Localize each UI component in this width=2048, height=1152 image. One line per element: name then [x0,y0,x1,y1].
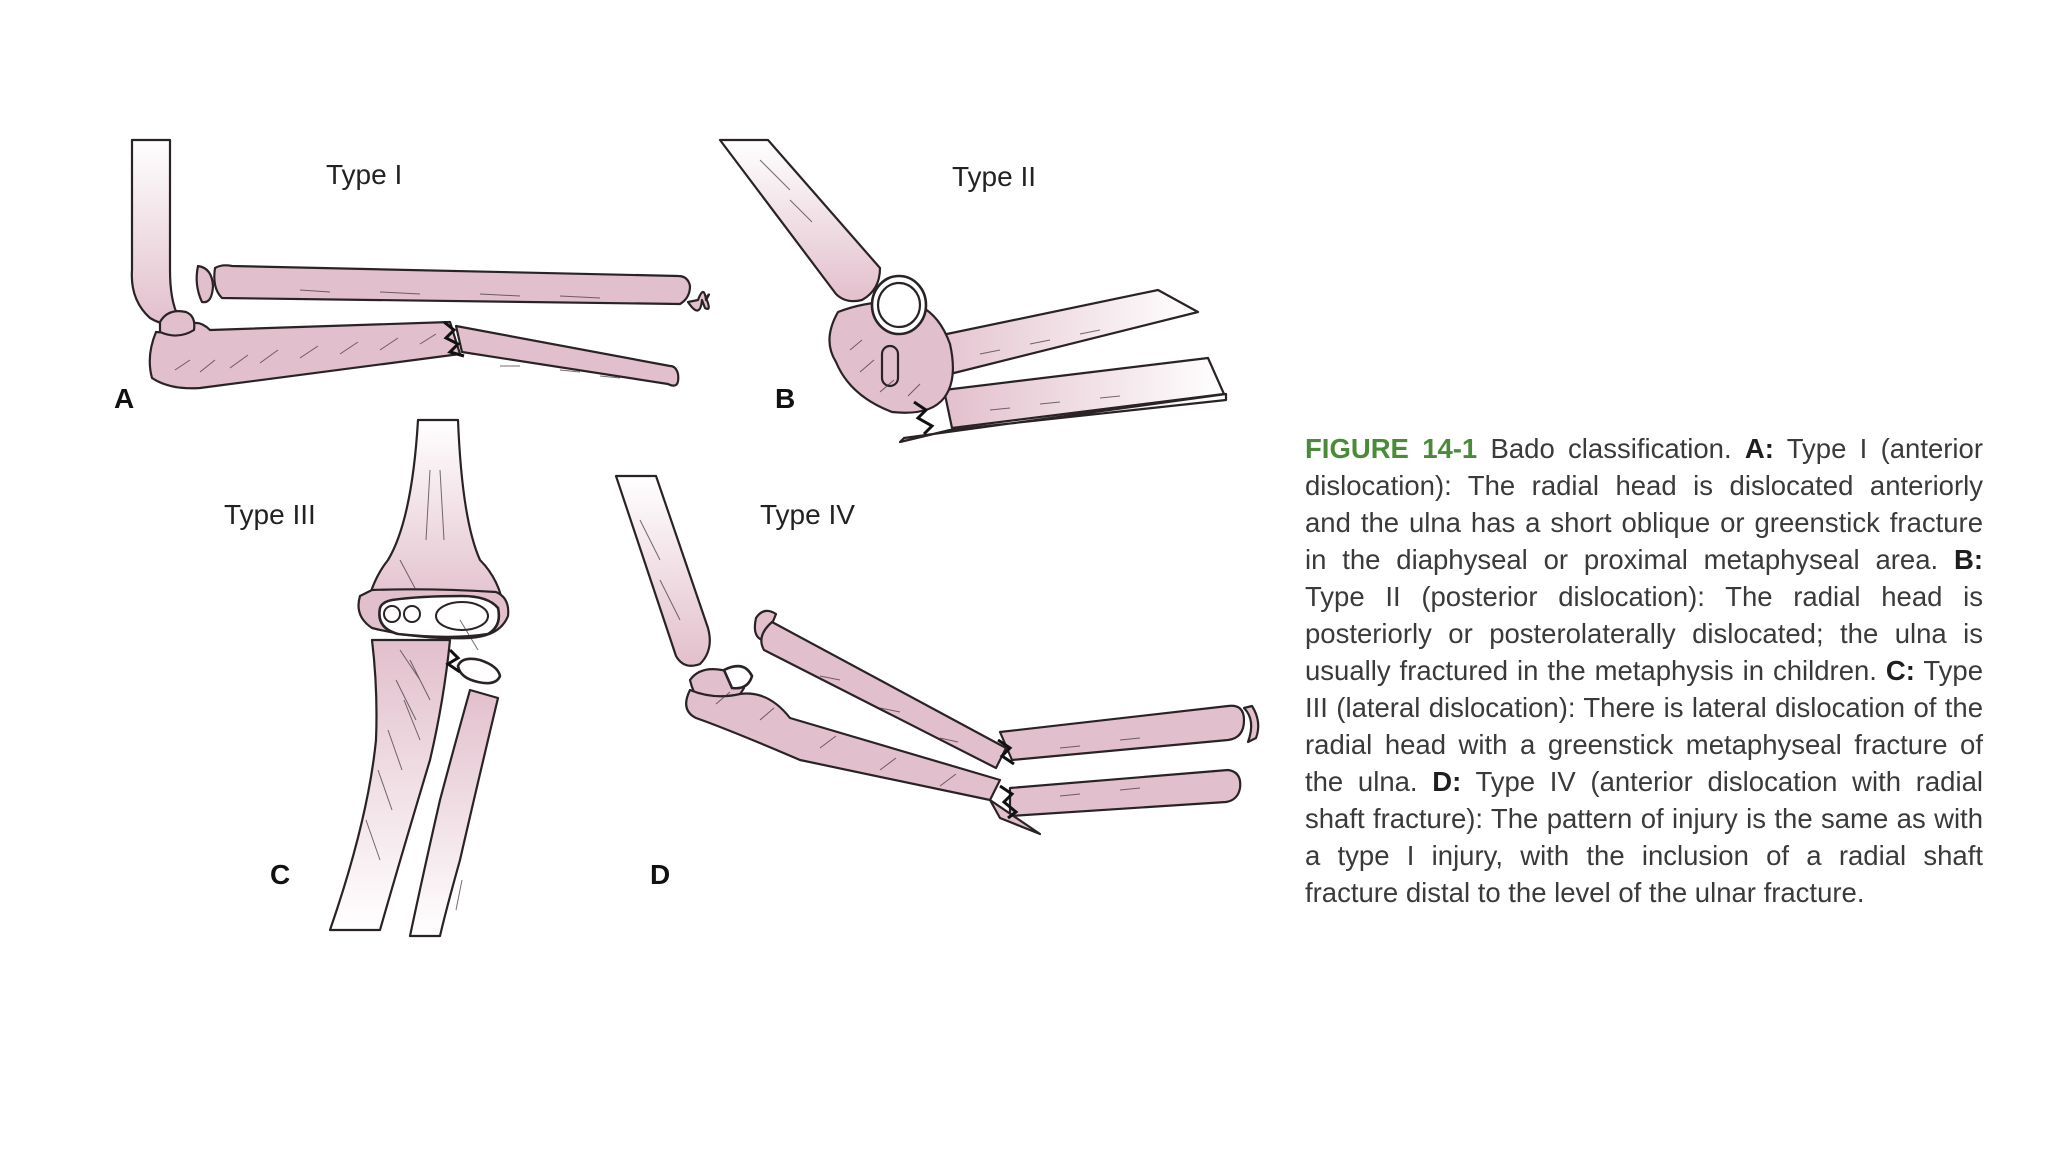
panel-title-type-ii: Type II [952,161,1036,192]
caption-key-b: B: [1953,544,1983,575]
radius-distal-segment [998,704,1246,762]
caption-text-c: Type III (lateral dislocation): There is… [1305,655,1983,797]
panel-a-type-i: A Type I [114,138,711,414]
caption-intro: Bado classification. [1477,433,1745,464]
radial-head [195,264,215,304]
ulna-fracture-line [445,648,461,674]
ulna-fracture-line [913,400,935,436]
ulna-fracture-line [443,320,465,358]
capitellum [722,664,754,690]
shading-hatch [639,519,1141,797]
ulna-distal-segment [454,324,680,387]
radial-head [456,657,502,685]
ulna-bone [328,638,452,932]
humerus-bone [130,138,180,325]
ulna-distal-segment [1008,768,1242,818]
ulna-proximal-segment [685,688,1002,802]
shading-hatch [365,469,479,911]
ulna-fracture-fragment [988,798,1042,836]
caption-key-a: A: [1744,433,1774,464]
panel-b-type-ii: B Type II [718,138,1228,444]
panel-d-type-iv: D Type IV [614,474,1260,890]
shading-hatch [174,289,621,379]
humerus-bone [614,474,711,667]
panel-title-type-iii: Type III [224,499,316,530]
panel-letter-d: D [650,859,670,890]
ulna-fracture-line [999,784,1019,820]
panel-letter-a: A [114,383,134,414]
olecranon-fossa [435,601,489,631]
radius-bone [408,688,500,938]
ulna-fracture-fragment [898,392,1228,444]
humerus-bone [718,138,882,303]
caption-text-a: Type I (anterior dislocation): The radia… [1305,433,1983,575]
distal-radius-cap [1242,704,1260,744]
caption-text-d: Type IV (anterior dislocation with radia… [1305,766,1983,908]
panel-title-type-iv: Type IV [760,499,855,530]
capitellum-ring-1 [383,605,401,623]
radius-bone [213,264,692,306]
radius-proximal-segment [760,620,1008,770]
shading-hatch [759,159,1121,411]
figure-number: FIGURE 14-1 [1305,433,1478,464]
panel-letter-b: B [775,383,795,414]
caption-key-d: D: [1432,766,1462,797]
radial-head-rim [876,281,922,329]
radial-notch [880,344,900,388]
panel-letter-c: C [270,859,290,890]
radius-fracture-line [997,738,1015,766]
olecranon [158,310,196,337]
ulna-bone [942,356,1226,430]
figure-caption: FIGURE 14-1 Bado classification. A: Type… [1305,430,1983,911]
panel-title-type-i: Type I [326,159,402,190]
humerus-bone [364,418,506,612]
caption-key-c: C: [1885,655,1915,686]
capitellum-ring-2 [403,605,421,623]
caption-text-b: Type II (posterior dislocation): The rad… [1305,581,1983,686]
panel-c-type-iii: C Type III [224,418,510,938]
distal-radius-cap [686,290,711,312]
